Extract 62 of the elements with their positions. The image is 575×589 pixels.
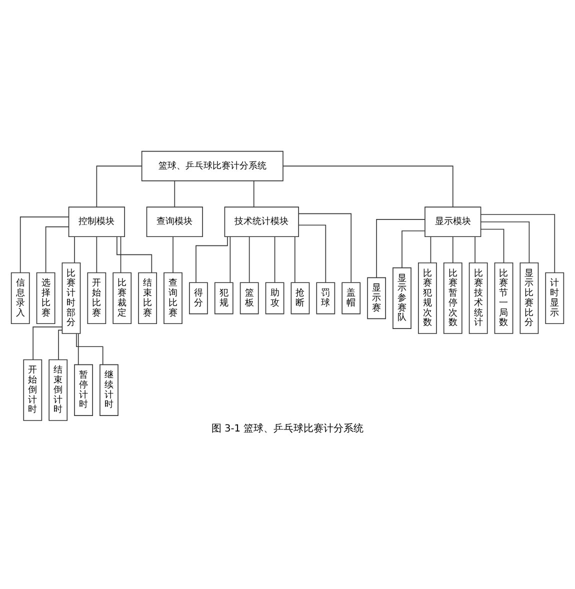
connector xyxy=(32,326,62,360)
node-box: 篮板 xyxy=(240,282,259,314)
node-box: 结束倒计时 xyxy=(48,359,68,421)
connector xyxy=(452,236,454,264)
node-box: 结束比赛 xyxy=(138,272,157,324)
node-box: 助攻 xyxy=(265,282,284,314)
connector xyxy=(174,180,176,208)
connector xyxy=(230,236,231,283)
connector xyxy=(96,236,98,274)
node-box: 显示模块 xyxy=(424,206,482,238)
node-box: 犯规 xyxy=(214,282,234,314)
connector xyxy=(274,236,276,283)
node-box: 比赛节一局数 xyxy=(494,262,514,334)
connector xyxy=(58,330,62,360)
connector xyxy=(172,236,174,274)
connector xyxy=(402,230,426,268)
node-box: 显示比赛比分 xyxy=(520,262,539,334)
connector xyxy=(298,213,352,283)
node-box: 罚球 xyxy=(316,282,336,314)
node-box: 得分 xyxy=(189,282,208,314)
connector xyxy=(294,236,296,283)
node-box: 选择比赛 xyxy=(36,272,56,324)
node-box: 计时显示 xyxy=(545,272,564,324)
node-box: 显示参赛队 xyxy=(392,267,412,329)
connector xyxy=(76,333,104,365)
node-box: 比赛裁定 xyxy=(112,272,132,324)
connector xyxy=(74,236,75,264)
connector xyxy=(120,236,122,274)
connector xyxy=(480,214,556,274)
node-box: 查询比赛 xyxy=(164,272,182,324)
connector xyxy=(20,216,70,274)
connector xyxy=(430,236,432,264)
node-box: 篮球、乒乓球比赛计分系统 xyxy=(141,150,284,182)
connector xyxy=(253,180,254,208)
caption: 图 3-1 篮球、乒乓球比赛计分系统 xyxy=(211,424,364,435)
node-box: 继续计时 xyxy=(100,364,118,416)
node-box: 显示赛 xyxy=(367,277,386,320)
connector xyxy=(45,226,69,273)
node-box: 比赛犯规次数 xyxy=(418,262,437,334)
connector xyxy=(376,219,426,278)
node-box: 盖帽 xyxy=(342,282,361,314)
connector xyxy=(474,236,476,264)
node-box: 查询模块 xyxy=(146,206,203,238)
node-box: 比赛暂停次数 xyxy=(443,262,462,334)
connector xyxy=(480,221,530,264)
connector xyxy=(282,166,454,208)
node-box: 开始倒计时 xyxy=(23,359,42,421)
connector xyxy=(480,228,504,263)
connector xyxy=(298,224,326,283)
node-box: 开始比赛 xyxy=(87,272,106,324)
connector xyxy=(196,236,228,283)
connector xyxy=(248,236,250,283)
node-box: 比赛技术统计 xyxy=(468,262,488,334)
connector xyxy=(96,166,142,208)
node-box: 技术统计模块 xyxy=(224,206,299,238)
node-box: 抢断 xyxy=(290,282,310,314)
node-box: 比赛计时部分 xyxy=(62,262,81,334)
node-box: 控制模块 xyxy=(68,206,125,238)
connector xyxy=(116,236,152,274)
node-box: 信息录入 xyxy=(10,272,30,324)
node-box: 暂停计时 xyxy=(74,364,93,416)
connector xyxy=(78,333,79,366)
